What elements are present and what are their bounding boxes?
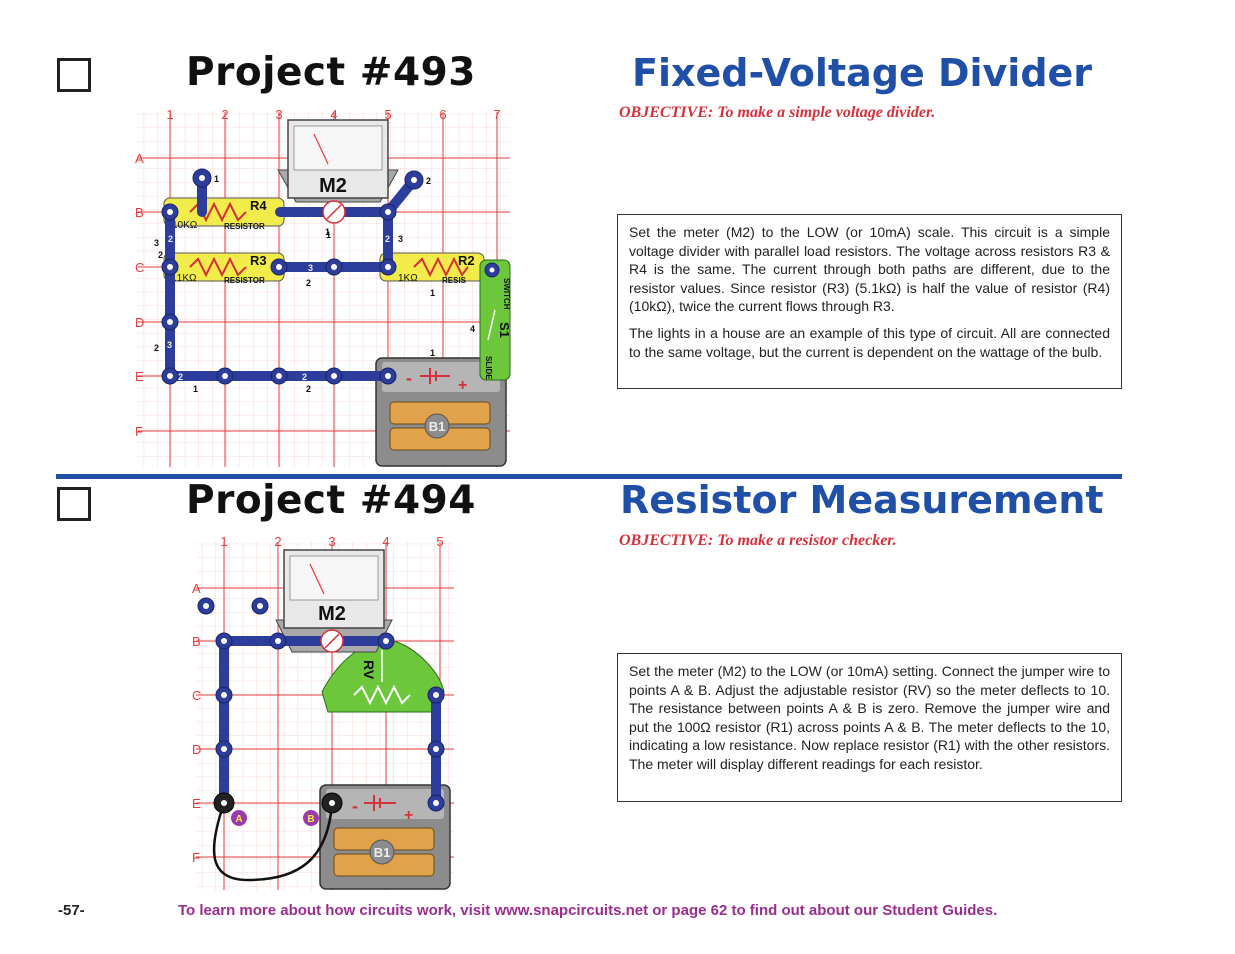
r3-name: R3 — [250, 253, 267, 268]
r4-value: 10KΩ — [172, 220, 198, 231]
wire-number: 3 — [398, 234, 403, 244]
r2-word: RESIS — [442, 276, 467, 285]
meter-label: M2 — [319, 175, 347, 197]
project-494-description: Set the meter (M2) to the LOW (or 10mA) … — [617, 653, 1122, 802]
battery-label: B1 — [429, 419, 446, 434]
grid-row-label: A — [192, 581, 201, 596]
section-divider — [56, 474, 1122, 479]
grid-col-label: 1 — [166, 107, 173, 122]
grid-col-label: 6 — [439, 107, 446, 122]
slide-switch-s1: S1 SLIDE SWITCH — [479, 259, 512, 381]
grid-row-label: C — [135, 260, 144, 275]
grid-row-label: F — [135, 424, 143, 439]
grid-row-label: D — [135, 315, 144, 330]
switch-text: SLIDE — [484, 356, 493, 380]
wire-number: 2 — [168, 234, 173, 244]
grid-col-label: 7 — [493, 107, 500, 122]
project-494-objective: OBJECTIVE: To make a resistor checker. — [619, 532, 897, 549]
battery-label: B1 — [374, 845, 391, 860]
wire-number: 1 — [430, 348, 435, 358]
project-493-checkbox[interactable] — [57, 58, 91, 92]
battery-holder: B1 - + — [319, 784, 451, 890]
grid-col-label: 1 — [220, 534, 227, 549]
wire-number: 2 — [306, 278, 311, 288]
svg-text:+: + — [458, 377, 467, 394]
r3-word: RESISTOR — [224, 276, 265, 285]
grid-col-label: 4 — [382, 534, 389, 549]
svg-text:+: + — [404, 807, 413, 824]
switch-label: S1 — [497, 322, 512, 338]
wire-number: 1 — [430, 288, 435, 298]
wire-number: 3 — [167, 340, 172, 350]
project-494-number: Project #494 — [186, 478, 476, 523]
grid-col-label: 3 — [328, 534, 335, 549]
paragraph: Set the meter (M2) to the LOW (or 10mA) … — [629, 663, 1110, 772]
wire-number: 2 — [154, 343, 159, 353]
meter-label: M2 — [318, 603, 346, 625]
wire-number: 1 — [193, 384, 198, 394]
grid-row-label: C — [192, 688, 201, 703]
wire-number: 2 — [178, 372, 183, 382]
wire-number: 2 — [158, 250, 163, 260]
grid-col-label: 5 — [384, 107, 391, 122]
r4-name: R4 — [250, 198, 267, 213]
wire-number: 1 — [326, 230, 331, 240]
r2-name: R2 — [458, 253, 475, 268]
project-494-title: Resistor Measurement — [620, 478, 1104, 522]
grid-row-label: E — [135, 369, 144, 384]
svg-text:-: - — [352, 796, 358, 816]
adjustable-resistor-rv: RV — [321, 639, 445, 713]
r3-value: .1KΩ — [174, 273, 197, 284]
circuit-diagram-494: 1 2 3 4 5 A B C D E F B1 - + RV — [192, 534, 454, 890]
paragraph: Set the meter (M2) to the LOW (or 10mA) … — [629, 224, 1110, 315]
project-494-checkbox[interactable] — [57, 487, 91, 521]
grid-row-label: F — [192, 850, 200, 865]
battery-holder: B1 - + — [375, 357, 507, 467]
resistor-r4: R4 10KΩ RESISTOR — [163, 197, 285, 231]
wire-number: 1 — [214, 174, 219, 184]
switch-text2: SWITCH — [502, 278, 511, 310]
wire-number: 2 — [306, 384, 311, 394]
point-b-label: B — [307, 814, 314, 825]
grid-row-label: B — [192, 634, 201, 649]
svg-text:-: - — [406, 368, 412, 388]
grid-col-label: 3 — [275, 107, 282, 122]
meter-m2: M2 — [277, 119, 399, 203]
r2-value: 1KΩ — [398, 273, 418, 284]
grid-row-label: E — [192, 796, 201, 811]
rv-label: RV — [361, 660, 377, 680]
project-493-objective: OBJECTIVE: To make a simple voltage divi… — [619, 104, 936, 121]
resistor-r2: R2 1KΩ RESIS — [379, 252, 485, 285]
wire-number: 2 — [426, 176, 431, 186]
wire-number: 2 — [302, 372, 307, 382]
wire-number: 3 — [154, 238, 159, 248]
project-493-number: Project #493 — [186, 50, 476, 95]
paragraph: The lights in a house are an example of … — [629, 324, 1110, 360]
grid-col-label: 2 — [274, 534, 281, 549]
footer-link-text[interactable]: To learn more about how circuits work, v… — [178, 902, 998, 919]
grid-col-label: 4 — [330, 107, 337, 122]
wire-number: 1 — [325, 227, 330, 237]
grid-row-label: B — [135, 205, 144, 220]
grid-row-label: D — [192, 742, 201, 757]
wire-number: 4 — [470, 324, 475, 334]
r4-word: RESISTOR — [224, 222, 265, 231]
grid-row-label: A — [135, 151, 144, 166]
wire-number: 3 — [308, 263, 313, 273]
grid-col-label: 2 — [221, 107, 228, 122]
point-a-label: A — [235, 814, 242, 825]
grid-col-label: 5 — [436, 534, 443, 549]
page-number: -57- — [58, 902, 85, 919]
project-493-description: Set the meter (M2) to the LOW (or 10mA) … — [617, 214, 1122, 389]
resistor-r3: R3 .1KΩ RESISTOR — [163, 252, 285, 285]
circuit-diagram-493: 1 2 3 4 5 6 7 A B C D E F B1 - + M2 — [135, 107, 512, 467]
project-493-title: Fixed-Voltage Divider — [632, 51, 1093, 95]
wire-number: 2 — [385, 234, 390, 244]
